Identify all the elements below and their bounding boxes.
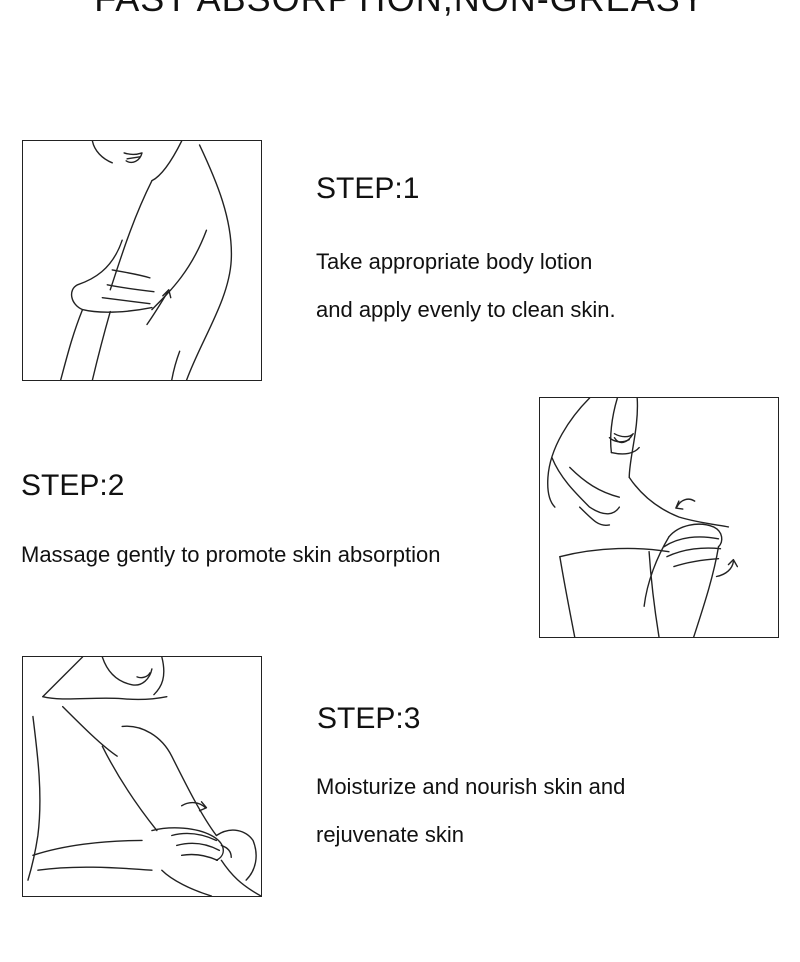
step-2-illustration bbox=[539, 397, 779, 638]
step-1-heading: STEP:1 bbox=[316, 172, 420, 205]
step-3-text-line-1: Moisturize and nourish skin and bbox=[316, 774, 626, 799]
step-2-heading: STEP:2 bbox=[21, 469, 125, 502]
step-1-text-line-2: and apply evenly to clean skin. bbox=[316, 297, 616, 322]
shoulder-massage-icon bbox=[547, 398, 739, 637]
arm-lotion-icon bbox=[59, 141, 233, 380]
step-3-illustration bbox=[22, 656, 262, 897]
step-1-text-line-1: Take appropriate body lotion bbox=[316, 249, 593, 274]
step-3-heading: STEP:3 bbox=[317, 702, 421, 735]
step-2-text-line-1: Massage gently to promote skin absorptio… bbox=[21, 542, 441, 567]
step-3-text-line-2: rejuvenate skin bbox=[316, 822, 464, 847]
page-title: FAST ABSORPTION,NON-GREASY bbox=[0, 0, 800, 20]
leg-moisturize-icon bbox=[27, 657, 261, 896]
step-1-illustration bbox=[22, 140, 262, 381]
